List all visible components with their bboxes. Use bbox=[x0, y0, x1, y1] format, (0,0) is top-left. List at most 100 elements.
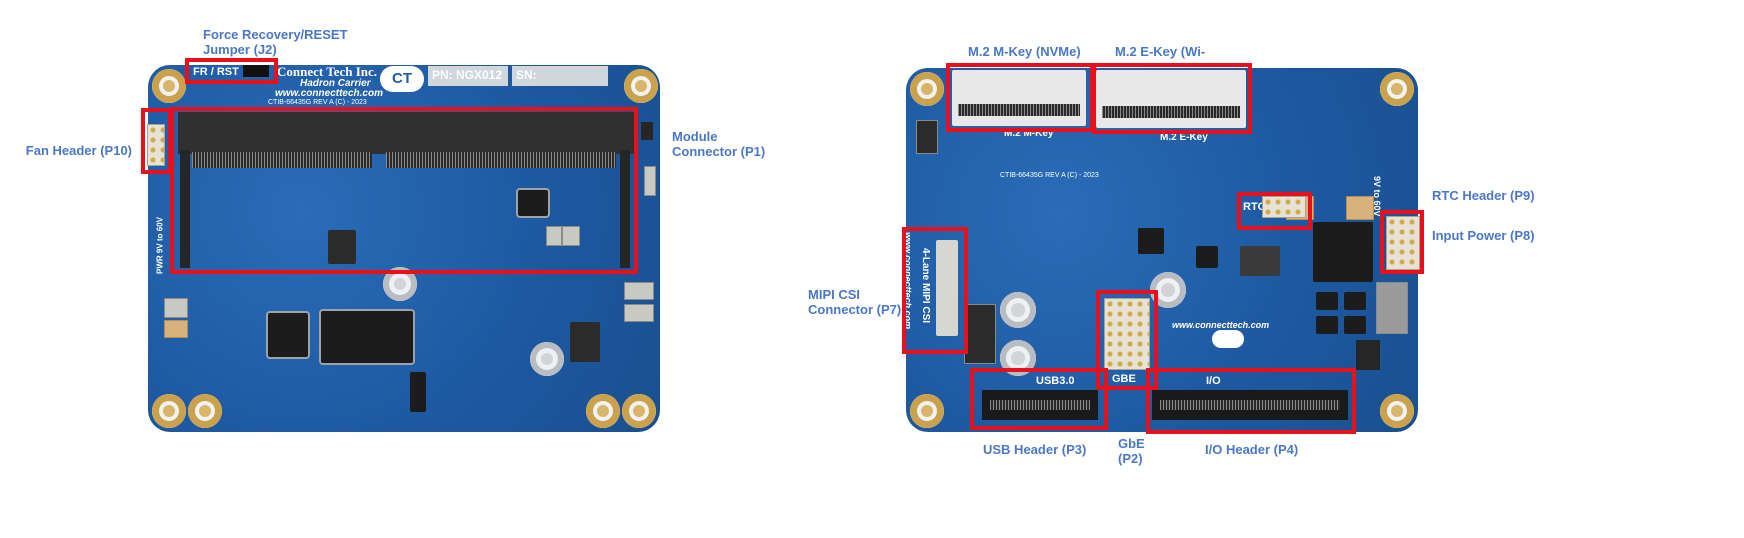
capacitor bbox=[164, 298, 188, 318]
capacitor bbox=[546, 226, 562, 246]
gbe-label: GbE (P2) bbox=[1118, 436, 1145, 466]
gbe-silk: GBE bbox=[1112, 373, 1136, 385]
usb-header-label: USB Header (P3) bbox=[983, 442, 1087, 457]
mounting-hole bbox=[152, 394, 186, 428]
ic-chip bbox=[1240, 246, 1280, 276]
fan-header-p10 bbox=[147, 124, 165, 166]
capacitor bbox=[916, 120, 938, 154]
ic-chip bbox=[321, 311, 413, 363]
part-number-field bbox=[428, 66, 508, 86]
connector-pins bbox=[644, 166, 656, 196]
rtc-header-highlight bbox=[1237, 192, 1312, 230]
rev-silk: CTIB-66435G REV A (C) - 2023 bbox=[268, 99, 367, 106]
website-silk: www.connecttech.com bbox=[275, 88, 383, 99]
ic-chip bbox=[570, 322, 600, 362]
mounting-hole bbox=[910, 394, 944, 428]
ic-chip bbox=[1344, 316, 1366, 334]
ct-logo-right bbox=[1212, 330, 1244, 348]
io-header-label: I/O Header (P4) bbox=[1205, 442, 1299, 457]
m2-e-key-label: M.2 E-Key (Wi- bbox=[1115, 44, 1206, 59]
fan-header-label: Fan Header (P10) bbox=[25, 143, 132, 158]
io-silk: I/O bbox=[1206, 375, 1221, 387]
ic-chip bbox=[1313, 222, 1373, 282]
capacitor bbox=[624, 282, 654, 300]
mounting-hole bbox=[910, 72, 944, 106]
capacitor bbox=[562, 226, 580, 246]
ic-chip bbox=[1316, 292, 1338, 310]
ic-chip bbox=[328, 230, 356, 264]
gbe-header-p2 bbox=[1104, 298, 1150, 370]
ic-chip bbox=[410, 372, 426, 412]
mipi-silk: 4-Lane MIPI CSI bbox=[920, 248, 931, 324]
ic-chip bbox=[1344, 292, 1366, 310]
ct-logo: CT bbox=[380, 66, 424, 92]
serial-number-silk: SN: bbox=[516, 68, 537, 82]
module-latch-left bbox=[180, 150, 190, 268]
ic-chip bbox=[1196, 246, 1218, 268]
pwr-silk: PWR 9V to 60V bbox=[155, 217, 165, 274]
ic-chip bbox=[268, 313, 308, 357]
m2-m-key-slot bbox=[952, 70, 1086, 126]
rtc-header-p9 bbox=[1262, 196, 1306, 218]
module-connector-pins bbox=[386, 152, 616, 168]
power-connector-body bbox=[1356, 340, 1380, 370]
usb-header-pins bbox=[990, 400, 1090, 410]
capacitor bbox=[164, 320, 188, 338]
usb3-silk: USB3.0 bbox=[1036, 375, 1075, 387]
m2-m-key-silk: M.2 M-Key bbox=[1004, 128, 1054, 139]
input-power-header-p8 bbox=[1386, 216, 1420, 270]
website-silk: www.connecttech.com bbox=[1172, 320, 1270, 330]
jumper-j2 bbox=[243, 65, 269, 77]
website-silk-vertical: www.connecttech.com bbox=[903, 232, 913, 330]
input-power-label: Input Power (P8) bbox=[1432, 228, 1535, 243]
mipi-csi-connector-body bbox=[936, 240, 958, 336]
mounting-hole bbox=[624, 69, 658, 103]
m2-e-key-slot bbox=[1096, 70, 1246, 128]
m2-m-key-highlight bbox=[946, 63, 1094, 132]
mounting-hole bbox=[188, 394, 222, 428]
ic-chip bbox=[1316, 316, 1338, 334]
input-power-highlight bbox=[1380, 210, 1424, 274]
ic-chip bbox=[518, 190, 548, 216]
mipi-csi-label: MIPI CSI Connector (P7) bbox=[808, 287, 902, 317]
mounting-hole bbox=[586, 394, 620, 428]
power-input-connector bbox=[641, 122, 653, 140]
capacitor bbox=[964, 304, 996, 364]
module-latch-right bbox=[620, 150, 630, 268]
carrier-silk: Hadron Carrier bbox=[300, 78, 371, 89]
usb-header-highlight bbox=[970, 368, 1108, 430]
m2-m-key-label: M.2 M-Key (NVMe) bbox=[968, 44, 1081, 59]
rtc-header-label: RTC Header (P9) bbox=[1432, 188, 1535, 203]
fan-header-highlight bbox=[141, 108, 172, 174]
force-recovery-highlight bbox=[185, 58, 278, 84]
standoff bbox=[1000, 292, 1036, 328]
m2-e-key-pins bbox=[1102, 106, 1240, 118]
power-inductor bbox=[1376, 282, 1408, 334]
capacitor bbox=[1346, 196, 1374, 220]
module-connector-pins bbox=[192, 152, 372, 168]
gbe-highlight bbox=[1096, 290, 1158, 390]
mounting-hole bbox=[152, 69, 186, 103]
mounting-hole bbox=[622, 394, 656, 428]
mounting-hole bbox=[1380, 394, 1414, 428]
module-connector-highlight bbox=[170, 107, 638, 274]
fr-rst-silk: FR / RST bbox=[193, 66, 239, 78]
standoff bbox=[530, 342, 564, 376]
company-silk: Connect Tech Inc. bbox=[277, 64, 378, 79]
m2-e-key-highlight bbox=[1092, 63, 1252, 134]
io-header-pins bbox=[1160, 400, 1340, 410]
serial-number-field bbox=[512, 66, 608, 86]
io-header-highlight bbox=[1146, 368, 1356, 434]
mounting-hole bbox=[1380, 72, 1414, 106]
rtc-silk: RTC bbox=[1243, 201, 1266, 213]
m2-m-key-pins bbox=[958, 104, 1080, 116]
m2-e-key-silk: M.2 E-Key bbox=[1160, 132, 1208, 143]
force-recovery-label: Force Recovery/RESET Jumper (J2) bbox=[203, 27, 348, 57]
capacitor bbox=[624, 304, 654, 322]
module-connector-body bbox=[178, 112, 634, 154]
ic-chip bbox=[1138, 228, 1164, 254]
module-connector-label: Module Connector (P1) bbox=[672, 129, 766, 159]
rev-silk: CTIB-66435G REV A (C) - 2023 bbox=[1000, 172, 1099, 179]
mipi-csi-highlight bbox=[902, 227, 968, 354]
part-number-silk: PN: NGX012 bbox=[432, 68, 503, 82]
